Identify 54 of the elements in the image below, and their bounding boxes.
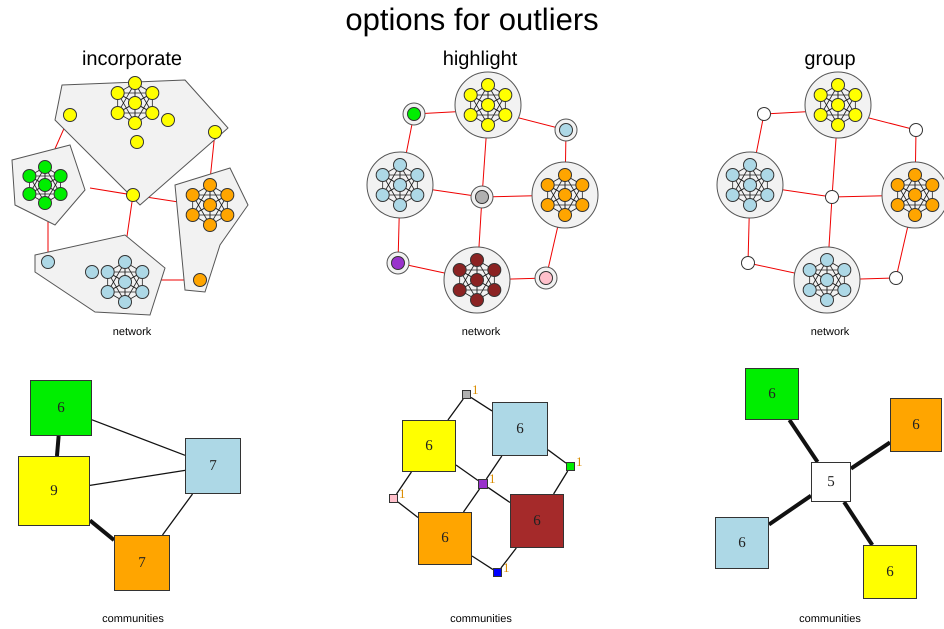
connector-line <box>486 456 502 480</box>
count-label: 1 <box>399 486 406 502</box>
connector-line <box>92 419 186 456</box>
connector-line <box>768 494 812 526</box>
community-square <box>478 479 488 489</box>
connector-line <box>54 436 61 456</box>
axis-label: communities <box>102 613 164 625</box>
connector-line <box>88 518 116 542</box>
community-square: 6 <box>863 545 917 599</box>
count-label: 1 <box>503 560 510 576</box>
connector-line <box>456 464 478 482</box>
panel-title: group <box>804 48 856 71</box>
community-square: 9 <box>18 456 90 526</box>
community-square: 6 <box>418 512 472 565</box>
count-label: 1 <box>576 454 582 470</box>
axis-label: communities <box>799 613 861 625</box>
connector-line <box>398 501 418 518</box>
connector-line <box>472 555 494 570</box>
connector-line <box>553 470 568 494</box>
panel-title: incorporate <box>82 48 182 71</box>
connector-line <box>462 488 480 512</box>
axis-label: network <box>112 326 152 338</box>
connector-line <box>470 396 492 412</box>
community-square <box>493 568 502 577</box>
connector-line <box>842 500 874 546</box>
axis-label: network <box>810 326 850 338</box>
connector-line <box>548 449 566 464</box>
connector-line <box>447 398 464 420</box>
panel-title: highlight <box>442 48 518 71</box>
community-square <box>462 390 471 399</box>
community-square: 6 <box>402 420 456 472</box>
axis-label: communities <box>450 613 512 625</box>
connector-line <box>850 440 892 470</box>
connector-line <box>788 418 820 464</box>
community-square: 6 <box>890 398 942 452</box>
connector-line <box>488 486 510 504</box>
connector-line <box>162 494 194 536</box>
community-square: 6 <box>30 380 92 436</box>
community-square: 6 <box>715 517 769 569</box>
community-square: 6 <box>745 368 799 420</box>
community-square: 6 <box>492 402 548 456</box>
connector-line <box>396 472 412 494</box>
community-square: 7 <box>114 535 170 591</box>
community-square: 7 <box>185 438 241 494</box>
count-label: 1 <box>489 471 496 487</box>
connector-line <box>90 470 186 486</box>
community-square <box>389 494 398 503</box>
axis-label: network <box>462 326 500 338</box>
connector-line <box>500 548 517 568</box>
count-label: 1 <box>472 382 478 398</box>
chart-title: options for outliers <box>345 2 599 38</box>
community-square <box>566 462 575 471</box>
community-square: 6 <box>510 494 564 548</box>
community-square: 5 <box>811 462 851 502</box>
